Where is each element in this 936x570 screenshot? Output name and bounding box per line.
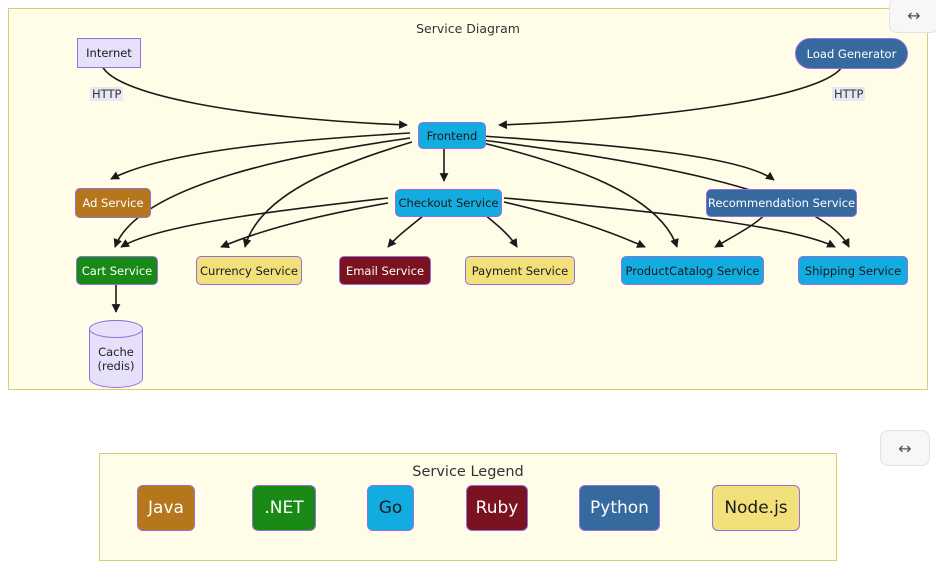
resize-horizontal-icon[interactable]: ↔ bbox=[889, 0, 936, 33]
legend-title: Service Legend bbox=[412, 464, 524, 480]
service-diagram-panel: Service Diagram bbox=[8, 0, 936, 390]
node-currency[interactable]: Currency Service bbox=[196, 256, 302, 285]
node-shipping[interactable]: Shipping Service bbox=[798, 256, 908, 285]
edge-loadgen-frontend bbox=[498, 61, 845, 130]
edge-frontend-cart bbox=[113, 137, 411, 248]
legend-chip-go[interactable]: Go bbox=[367, 485, 414, 531]
node-adservice[interactable]: Ad Service bbox=[75, 188, 151, 218]
edge-checkout-productcatalog bbox=[503, 201, 646, 248]
node-frontend[interactable]: Frontend bbox=[418, 122, 486, 149]
legend-chip-dotnet[interactable]: .NET bbox=[252, 485, 316, 531]
service-legend-panel: Service Legend Java .NET Go Ruby Python Node.… bbox=[99, 453, 837, 561]
edge-frontend-currency bbox=[242, 141, 413, 248]
edge-frontend-recommendation bbox=[481, 135, 775, 181]
legend-chip-java[interactable]: Java bbox=[137, 485, 195, 531]
edge-frontend-adservice bbox=[110, 132, 411, 180]
edge-checkout-shipping bbox=[503, 197, 836, 248]
node-cart[interactable]: Cart Service bbox=[76, 256, 158, 285]
datastore-cache-label: Cache(redis) bbox=[97, 335, 134, 374]
legend-chip-nodejs[interactable]: Node.js bbox=[712, 485, 800, 531]
node-internet[interactable]: Internet bbox=[77, 38, 141, 68]
legend-chip-ruby[interactable]: Ruby bbox=[466, 485, 528, 531]
node-recommendation[interactable]: Recommendation Service bbox=[706, 189, 857, 217]
edge-label-http-loadgen: HTTP bbox=[832, 87, 866, 101]
datastore-cache-line2: (redis) bbox=[97, 359, 135, 373]
edge-checkout-currency bbox=[220, 202, 389, 248]
datastore-cache-line1: Cache bbox=[98, 344, 134, 359]
node-email[interactable]: Email Service bbox=[339, 256, 431, 285]
edge-frontend-shipping bbox=[481, 139, 850, 248]
edge-checkout-cart bbox=[120, 197, 389, 248]
datastore-cache[interactable]: Cache(redis) bbox=[89, 320, 143, 388]
edge-internet-frontend bbox=[100, 61, 408, 130]
resize-horizontal-icon[interactable]: ↔ bbox=[880, 430, 930, 466]
edge-frontend-productcatalog bbox=[478, 141, 679, 248]
edge-label-http-internet: HTTP bbox=[90, 87, 124, 101]
cylinder-top-ellipse bbox=[89, 320, 143, 338]
node-loadgen[interactable]: Load Generator bbox=[795, 38, 908, 69]
diagram-title: Service Diagram bbox=[416, 21, 520, 36]
node-checkout[interactable]: Checkout Service bbox=[395, 189, 502, 217]
legend-chip-python[interactable]: Python bbox=[579, 485, 660, 531]
node-payment[interactable]: Payment Service bbox=[465, 256, 575, 285]
node-productcatalog[interactable]: ProductCatalog Service bbox=[621, 256, 764, 285]
